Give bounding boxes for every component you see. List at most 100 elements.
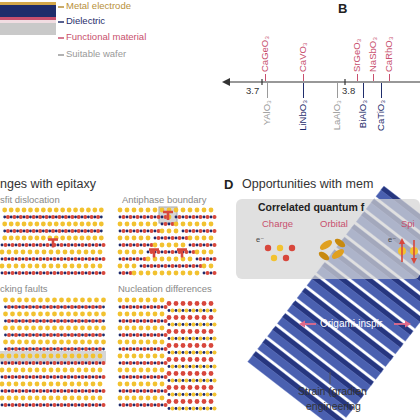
lattice-atom <box>192 351 196 355</box>
lattice-atom <box>174 371 179 376</box>
lattice-atom <box>199 379 203 383</box>
material-tick <box>337 83 338 98</box>
lattice-atom <box>32 348 35 351</box>
lattice-atom <box>74 306 77 309</box>
lattice-atom <box>167 257 172 262</box>
lattice-atom <box>66 298 71 303</box>
lattice-atom <box>199 337 203 341</box>
dislocation-symbol <box>163 212 173 220</box>
lattice-atom <box>64 404 67 407</box>
lattice-atom <box>185 407 189 411</box>
lattice-atom <box>56 396 61 401</box>
lattice-atom <box>52 298 57 303</box>
lattice-atom <box>188 343 193 348</box>
lattice-atom <box>140 258 143 261</box>
lattice-atom <box>102 389 106 393</box>
lattice-atom <box>22 208 27 213</box>
lattice-atom <box>164 319 168 323</box>
lattice-atom <box>25 375 29 379</box>
lattice-atom <box>74 271 78 275</box>
lattice-atom <box>119 258 122 261</box>
lattice-atom <box>78 376 81 379</box>
lattice-atom <box>203 258 206 261</box>
lattice-atom <box>102 375 106 379</box>
lattice-atom <box>174 399 179 404</box>
lattice-atom <box>22 222 27 227</box>
lattice-atom <box>28 347 32 351</box>
lattice-atom <box>70 396 75 401</box>
lattice-atom <box>189 265 192 268</box>
lattice-atom <box>129 347 133 351</box>
lattice-atom <box>39 389 43 393</box>
lattice-atom <box>88 375 92 379</box>
lattice-atom <box>67 320 70 323</box>
lattice-atom <box>38 298 43 303</box>
lattice-atom <box>42 264 47 269</box>
material-label: CaGeO₃ <box>260 36 270 72</box>
lattice-atom <box>185 229 189 233</box>
lattice-atom <box>3 216 6 219</box>
lattice-atom <box>189 244 192 247</box>
lattice-atom <box>136 215 140 219</box>
lattice-atom <box>178 365 182 369</box>
lattice-atom <box>18 320 21 323</box>
lattice-atom <box>32 306 35 309</box>
lattice-atom <box>18 271 22 275</box>
lattice-atom <box>87 340 92 345</box>
lattice-atom <box>29 216 32 219</box>
lattice-atom <box>0 382 4 387</box>
lattice-atom <box>182 309 185 312</box>
lattice-atom <box>60 361 64 365</box>
lattice-atom <box>25 243 29 247</box>
lattice-atom <box>129 389 133 393</box>
lattice-atom <box>74 389 78 393</box>
lattice-atom <box>16 230 19 233</box>
leader-line <box>58 37 64 39</box>
lattice-atom <box>14 264 19 269</box>
lattice-atom <box>91 305 95 309</box>
lattice-atom <box>15 244 18 247</box>
lattice-atom <box>195 271 200 276</box>
lattice-atom <box>11 257 15 261</box>
lattice-atom <box>196 351 199 354</box>
lattice-atom <box>8 258 11 261</box>
lattice-atom <box>14 347 18 351</box>
lattice-atom <box>81 361 85 365</box>
lattice-atom <box>86 236 91 241</box>
lattice-atom <box>21 333 25 337</box>
lattice-atom <box>132 222 137 227</box>
lattice-atom <box>78 272 81 275</box>
lattice-atom <box>56 354 61 359</box>
lattice-atom <box>195 343 200 348</box>
lattice-atom <box>14 333 18 337</box>
lattice-atom <box>136 333 140 337</box>
lattice-atom <box>192 407 196 411</box>
lattice-atom <box>199 243 203 247</box>
lattice-atom <box>181 371 186 376</box>
lattice-atom <box>178 323 182 327</box>
lattice-atom <box>178 264 182 268</box>
lattice-atom <box>174 357 179 362</box>
lattice-misfit <box>0 208 106 275</box>
lattice-atom <box>91 250 96 255</box>
lattice-atom <box>45 229 49 233</box>
lattice-atom <box>14 382 19 387</box>
lattice-atom <box>0 354 4 359</box>
material-label: LiNbO₃ <box>298 100 308 131</box>
lattice-atom <box>12 229 16 233</box>
lattice-atom <box>60 320 63 323</box>
lattice-atom <box>29 362 32 365</box>
lattice-atom <box>167 343 172 348</box>
lattice-atom <box>81 389 85 393</box>
lattice-atom <box>21 305 25 309</box>
layer-label: Metal electrode <box>66 1 131 11</box>
lattice-atom <box>153 312 158 317</box>
lattice-atom <box>25 361 29 365</box>
lattice-atom <box>39 375 43 379</box>
lattice-atom <box>182 323 185 326</box>
lattice-atom <box>49 354 54 359</box>
lattice-atom <box>181 357 186 362</box>
lattice-atom <box>157 215 161 219</box>
lattice-atom <box>181 243 186 248</box>
lattice-atom <box>102 271 106 275</box>
